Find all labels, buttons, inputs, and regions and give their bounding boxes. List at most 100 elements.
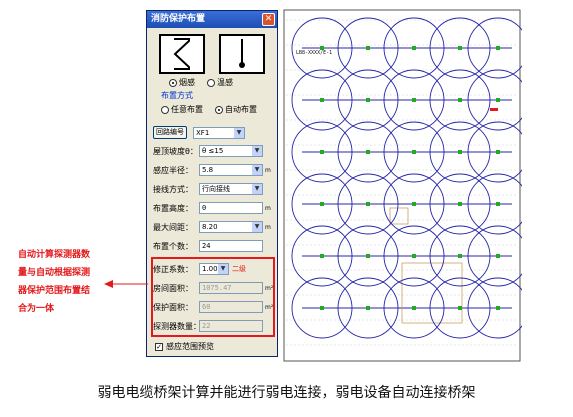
detector-marker[interactable] — [412, 98, 416, 102]
sense-radius-unit: m — [265, 166, 271, 174]
annotation-line: 合为一体 — [18, 304, 55, 314]
radio-heat-label: 温感 — [217, 78, 233, 87]
protection-circle — [291, 17, 353, 79]
detector-marker[interactable] — [320, 202, 324, 206]
protection-circle — [383, 173, 445, 235]
protect-area-input: 60 — [199, 301, 263, 313]
close-icon[interactable]: ✕ — [262, 13, 275, 26]
detector-marker[interactable] — [496, 202, 500, 206]
annotation-arrow-icon — [104, 280, 148, 288]
detector-marker[interactable] — [412, 254, 416, 258]
detector-marker[interactable] — [320, 46, 324, 50]
detector-marker[interactable] — [496, 150, 500, 154]
detector-marker[interactable] — [496, 306, 500, 310]
detector-marker[interactable] — [366, 150, 370, 154]
detector-marker[interactable] — [366, 306, 370, 310]
detector-marker[interactable] — [320, 306, 324, 310]
protection-circle — [383, 121, 445, 183]
detector-marker[interactable] — [496, 254, 500, 258]
detector-marker[interactable] — [458, 202, 462, 206]
protection-circle — [337, 225, 399, 287]
detector-marker[interactable] — [366, 98, 370, 102]
max-spacing-value: 8.20 — [202, 223, 218, 231]
detector-count-label: 探测器数量： — [153, 321, 201, 331]
protection-circle — [383, 69, 445, 131]
room-area-unit: m² — [265, 284, 274, 292]
radio-heat[interactable]: 温感 — [207, 77, 233, 88]
detector-marker[interactable] — [320, 150, 324, 154]
circuit-value: XF1 — [196, 128, 210, 137]
protection-circle — [337, 173, 399, 235]
chevron-down-icon: ▼ — [252, 184, 262, 194]
protection-circle — [467, 173, 522, 235]
install-height-input[interactable]: 0 — [199, 202, 263, 214]
detector-marker[interactable] — [366, 46, 370, 50]
max-spacing-select[interactable]: 8.20 ▼ — [199, 221, 263, 233]
room-outline — [401, 262, 463, 324]
smoke-detector-icon[interactable] — [159, 34, 205, 74]
detector-count-input: 22 — [199, 320, 263, 332]
detector-marker[interactable] — [320, 98, 324, 102]
protection-circle — [337, 17, 399, 79]
radio-auto-layout[interactable]: 自动布置 — [215, 104, 257, 115]
detector-marker[interactable] — [458, 254, 462, 258]
protection-circle — [337, 69, 399, 131]
protection-circle — [429, 17, 491, 79]
radio-free-layout[interactable]: 任意布置 — [161, 104, 203, 115]
max-spacing-label: 最大间距： — [153, 222, 193, 232]
connect-mode-select[interactable]: 行向接线 ▼ — [199, 183, 263, 195]
annotation-line: 量与自动根据探测 — [18, 268, 91, 278]
annotation-line: 器保护范围布置结 — [18, 286, 91, 296]
correction-select[interactable]: 1.00 ▼ — [199, 263, 229, 275]
room-outline — [389, 207, 409, 225]
protection-circle — [291, 69, 353, 131]
detector-marker[interactable] — [412, 202, 416, 206]
radio-smoke[interactable]: 烟感 — [169, 77, 195, 88]
fire-protection-dialog: 消防保护布置 ✕ 烟感 温感 布置方式 任意布置 自动布置 — [146, 10, 278, 357]
protection-circle — [429, 173, 491, 235]
correction-level: 二级 — [232, 265, 246, 273]
sense-radius-value: 5.8 — [202, 166, 214, 174]
protection-circle — [291, 225, 353, 287]
preview-checkbox[interactable]: ✓ 感应范围预览 — [155, 341, 214, 352]
detector-marker[interactable] — [412, 306, 416, 310]
max-spacing-unit: m — [265, 223, 271, 231]
detector-marker[interactable] — [412, 150, 416, 154]
circuit-number-button[interactable]: 回路编号 — [153, 126, 187, 139]
room-area-input: 1075.47 — [199, 282, 263, 294]
detector-marker[interactable] — [412, 46, 416, 50]
count-label: 布置个数： — [153, 241, 193, 251]
detector-marker[interactable] — [496, 46, 500, 50]
detector-marker[interactable] — [458, 150, 462, 154]
radio-auto-label: 自动布置 — [225, 105, 257, 114]
detector-marker[interactable] — [496, 98, 500, 102]
roof-slope-select[interactable]: θ ≤15 ▼ — [199, 145, 263, 157]
floor-plan-drawing[interactable]: LB8-XXXX/E-1 — [282, 8, 522, 363]
heat-detector-icon[interactable] — [219, 34, 265, 74]
protection-circle — [467, 69, 522, 131]
accent-marker — [490, 108, 498, 111]
correction-label: 修正系数： — [153, 264, 193, 274]
protection-circle — [291, 121, 353, 183]
protection-circle — [429, 277, 491, 339]
correction-value: 1.00 — [202, 265, 218, 273]
install-height-unit: m — [265, 204, 271, 212]
sense-radius-select[interactable]: 5.8 ▼ — [199, 164, 263, 176]
detector-marker[interactable] — [458, 46, 462, 50]
detector-marker[interactable] — [320, 254, 324, 258]
detector-marker[interactable] — [458, 98, 462, 102]
detector-marker[interactable] — [458, 306, 462, 310]
drawing-id-label: LB8-XXXX/E-1 — [296, 50, 332, 56]
detector-marker[interactable] — [366, 202, 370, 206]
detector-marker[interactable] — [366, 254, 370, 258]
layout-mode-title: 布置方式 — [161, 91, 193, 100]
annotation-line: 自动计算探测器数 — [18, 250, 91, 260]
protection-circle — [467, 225, 522, 287]
circuit-select[interactable]: XF1 ▼ — [193, 126, 245, 139]
dialog-title: 消防保护布置 — [151, 14, 206, 24]
count-input[interactable]: 24 — [199, 240, 263, 252]
protection-circle — [383, 225, 445, 287]
protection-circle — [291, 173, 353, 235]
connect-mode-value: 行向接线 — [202, 185, 230, 193]
protection-circle — [383, 277, 445, 339]
